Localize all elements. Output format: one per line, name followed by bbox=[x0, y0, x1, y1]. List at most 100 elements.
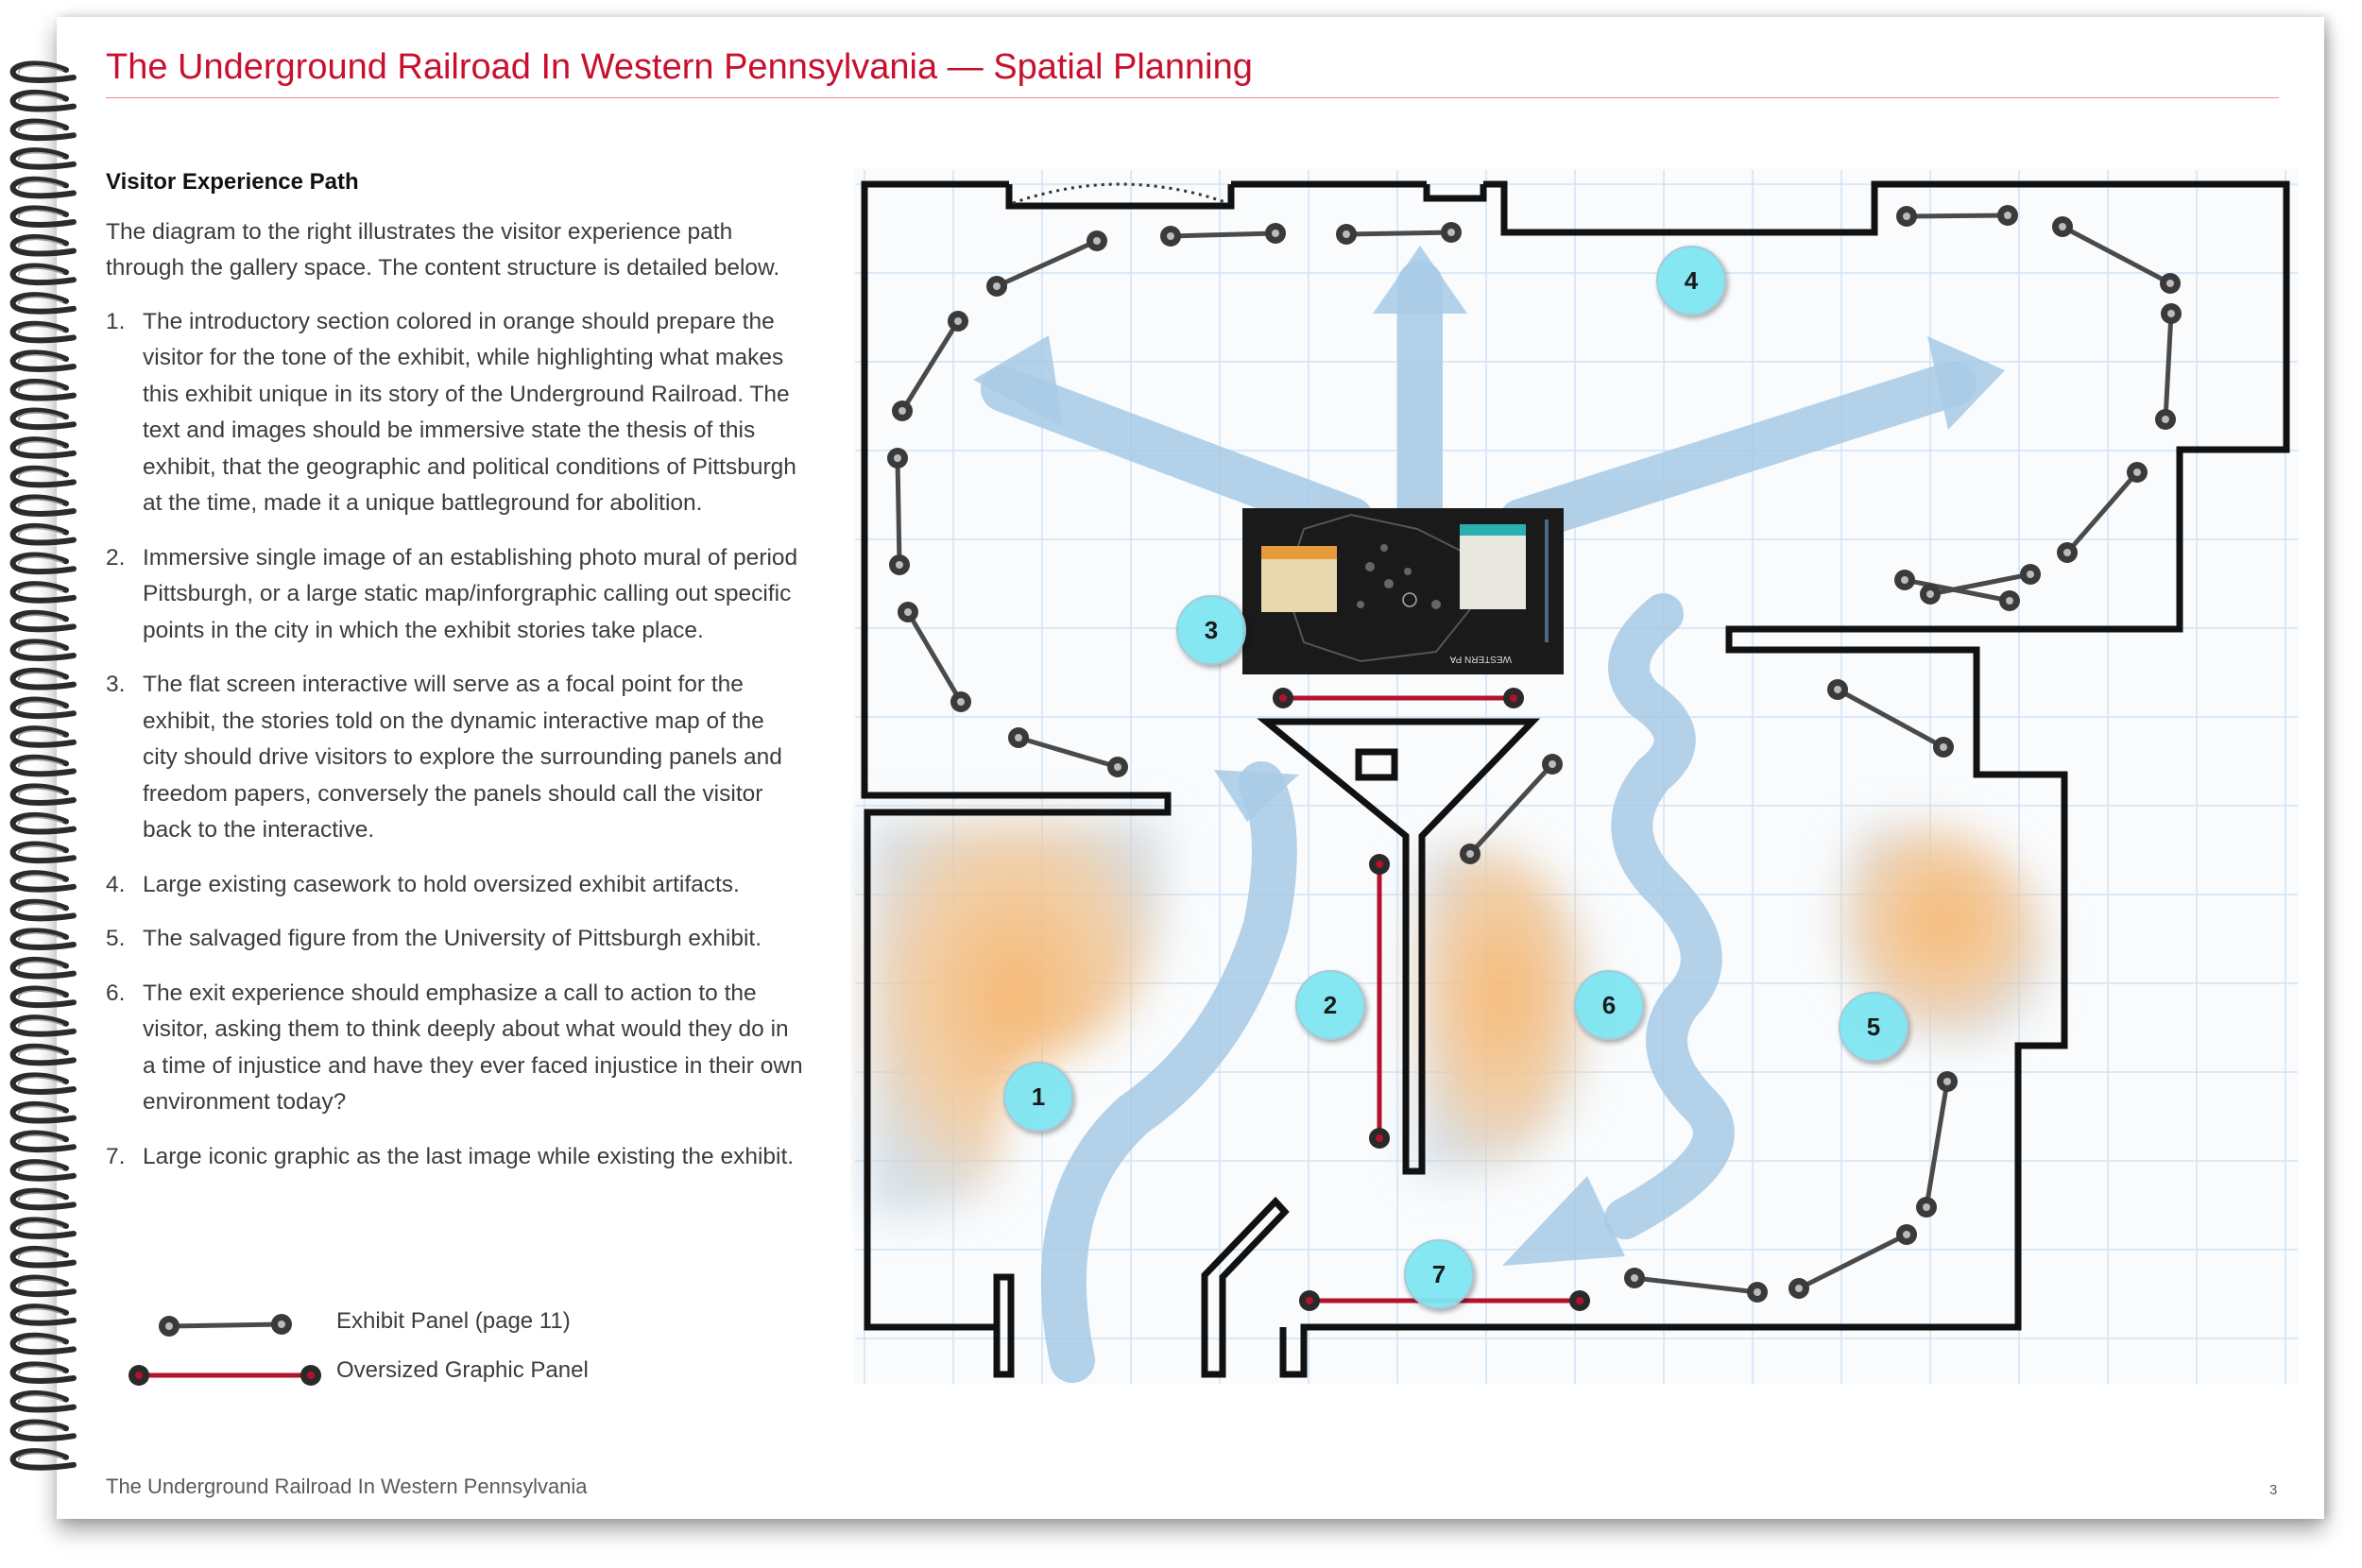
spiral-coil bbox=[9, 1274, 77, 1298]
zone-marker-4: 4 bbox=[1656, 246, 1726, 315]
exhibit-panel bbox=[986, 230, 1107, 297]
zone-2-6 bbox=[1417, 845, 1587, 1174]
spiral-coil bbox=[9, 898, 77, 922]
exhibit-panel bbox=[1160, 223, 1286, 247]
list-text: Large iconic graphic as the last image w… bbox=[143, 1143, 795, 1169]
entry-doors bbox=[1005, 184, 1235, 210]
zone-5 bbox=[1842, 825, 2045, 1041]
content-list: 1.The introductory section colored in or… bbox=[106, 304, 805, 1176]
exhibit-panel bbox=[2155, 303, 2182, 430]
spiral-coil bbox=[9, 1217, 77, 1239]
flat-screen-interactive: WESTERN PA bbox=[1242, 508, 1564, 674]
spiral-coil bbox=[9, 292, 77, 315]
visitor-path bbox=[981, 261, 1977, 1383]
spiral-coil bbox=[9, 754, 77, 777]
funnel-wall bbox=[1257, 718, 1541, 1175]
spiral-coil bbox=[9, 263, 77, 286]
spiral-coil bbox=[9, 234, 77, 257]
spiral-coil bbox=[9, 1043, 77, 1066]
screen-map-ring bbox=[1402, 592, 1417, 607]
wall-west bbox=[861, 180, 1172, 1331]
zone-marker-7: 7 bbox=[1404, 1239, 1474, 1309]
spiral-coil bbox=[9, 1246, 77, 1269]
svg-text:6: 6 bbox=[1602, 991, 1616, 1019]
spiral-coil bbox=[9, 523, 77, 546]
zone-markers: 1 2 3 4 5 6 7 bbox=[1003, 246, 1908, 1309]
funnel-column bbox=[1355, 748, 1398, 781]
spiral-coil bbox=[9, 465, 77, 488]
spiral-coil bbox=[9, 407, 77, 431]
spiral-coil bbox=[9, 379, 77, 401]
spiral-coil bbox=[9, 1187, 77, 1211]
spiral-coil bbox=[9, 1014, 77, 1037]
screen-scrollbar bbox=[1545, 520, 1549, 642]
wall-east bbox=[1231, 180, 2290, 1378]
list-item: 1.The introductory section colored in or… bbox=[106, 304, 805, 522]
spiral-coil bbox=[9, 205, 77, 228]
exhibit-panel bbox=[1336, 222, 1462, 245]
oversized-graphic-panel bbox=[1369, 854, 1390, 1149]
spiral-coil bbox=[9, 1101, 77, 1124]
spiral-coil bbox=[9, 147, 77, 170]
svg-text:5: 5 bbox=[1867, 1013, 1880, 1041]
svg-text:3: 3 bbox=[1205, 616, 1218, 644]
arrowhead-left bbox=[973, 335, 1063, 427]
list-item: 4.Large existing casework to hold oversi… bbox=[106, 867, 805, 904]
spiral-coil bbox=[9, 494, 77, 517]
exhibit-panels bbox=[887, 205, 2182, 1311]
exhibit-panel bbox=[1460, 754, 1563, 864]
list-number: 3. bbox=[106, 672, 126, 697]
footer-text: The Underground Railroad In Western Penn… bbox=[106, 1474, 588, 1498]
svg-text:2: 2 bbox=[1324, 991, 1337, 1019]
spiral-coil bbox=[9, 90, 77, 112]
orange-zones bbox=[867, 820, 2045, 1214]
spiral-coil bbox=[9, 436, 77, 459]
section-heading: Visitor Experience Path bbox=[106, 169, 359, 195]
title-divider bbox=[106, 97, 2279, 98]
zone-marker-5: 5 bbox=[1839, 992, 1908, 1062]
spiral-coil bbox=[9, 581, 77, 604]
spiral-coil bbox=[9, 1448, 77, 1471]
exhibit-panel bbox=[2057, 462, 2148, 563]
list-text: The flat screen interactive will serve a… bbox=[143, 672, 782, 843]
list-number: 7. bbox=[106, 1143, 126, 1169]
exhibit-panel bbox=[1827, 679, 1954, 758]
spiral-coil bbox=[9, 639, 77, 661]
page-title: The Underground Railroad In Western Penn… bbox=[106, 47, 1253, 87]
screen-story-card-header bbox=[1261, 546, 1337, 559]
exhibit-panel bbox=[1896, 205, 2018, 227]
oversized-panel-swatch bbox=[128, 1365, 321, 1386]
spiral-coil bbox=[9, 1072, 77, 1095]
spiral-coil bbox=[9, 841, 77, 864]
spiral-coil bbox=[9, 552, 77, 575]
list-text: Immersive single image of an establishin… bbox=[143, 544, 798, 643]
list-text: Large existing casework to hold oversize… bbox=[143, 871, 740, 897]
zone-marker-2: 2 bbox=[1295, 970, 1365, 1040]
screen-map-label: WESTERN PA bbox=[1449, 654, 1512, 664]
spiral-coil bbox=[9, 928, 77, 950]
spiral-coil bbox=[9, 957, 77, 980]
legend-label: Oversized Graphic Panel bbox=[336, 1357, 589, 1383]
spiral-coil bbox=[9, 1130, 77, 1153]
wall-notch bbox=[1423, 184, 1487, 202]
path-arrow-right bbox=[1498, 361, 1977, 544]
spiral-coil bbox=[9, 1304, 77, 1326]
path-arrow-left bbox=[981, 366, 1374, 542]
legend: Exhibit Panel (page 11) Oversized Graphi… bbox=[123, 1305, 690, 1409]
oversized-graphic-panel bbox=[1273, 688, 1524, 708]
zone-marker-3: 3 bbox=[1176, 595, 1246, 665]
spiral-coil bbox=[9, 725, 77, 748]
exit-angled-wall bbox=[1201, 1196, 1290, 1378]
list-number: 5. bbox=[106, 926, 126, 951]
exhibit-panel bbox=[1789, 1224, 1917, 1299]
screen-map-points bbox=[1357, 544, 1441, 609]
list-text: The exit experience should emphasize a c… bbox=[143, 980, 803, 1116]
screen-photo-card-header bbox=[1460, 524, 1526, 536]
path-serpentine bbox=[1604, 593, 1735, 1239]
arrowhead-exit bbox=[1502, 1176, 1625, 1266]
svg-text:7: 7 bbox=[1432, 1260, 1446, 1288]
list-item: 6.The exit experience should emphasize a… bbox=[106, 976, 805, 1121]
arrowhead-entry bbox=[1214, 770, 1299, 822]
zone-marker-1: 1 bbox=[1003, 1062, 1073, 1132]
exhibit-panel bbox=[892, 311, 968, 421]
